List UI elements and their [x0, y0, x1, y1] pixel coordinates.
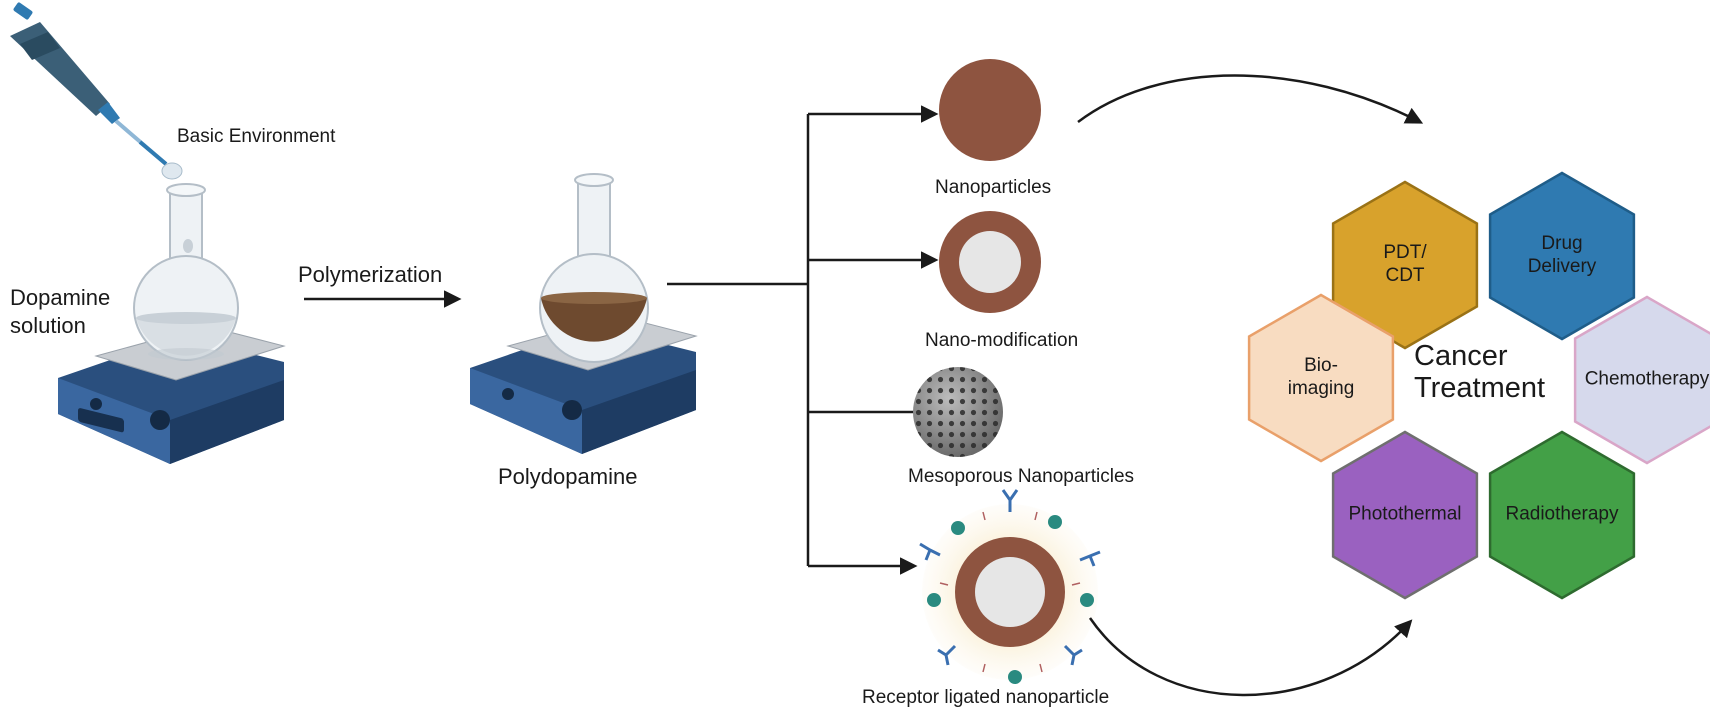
pipette-icon: [10, 2, 183, 180]
hexagon-label-pdt: PDT/ CDT: [1383, 242, 1427, 286]
curve-arrow-top: [1077, 74, 1424, 124]
label-polydopamine: Polydopamine: [498, 464, 638, 489]
hexagon-radio: [1488, 430, 1636, 600]
dopamine-flask-hotplate: [58, 183, 286, 464]
cancer-treatment-title: Cancer Treatment: [1414, 340, 1545, 405]
polydopamine-flask-hotplate: [470, 173, 698, 454]
hexagon-label-bio: Bio- imaging: [1287, 355, 1355, 399]
curve-arrow-bottom: [1088, 617, 1413, 697]
nano-modification-particle: [939, 211, 1041, 313]
receptor-ligated-nanoparticle: [919, 489, 1101, 684]
hexagon-bio: [1247, 293, 1395, 463]
label-polymerization: Polymerization: [298, 262, 443, 287]
hexagon-label-drug: Drug Delivery: [1527, 233, 1597, 277]
nanoparticle-solid: [939, 59, 1041, 161]
cancer-treatment-line1: Cancer: [1414, 340, 1508, 372]
hexagon-pdt: [1331, 180, 1479, 350]
hexagon-label-chemo: Chemotherapy: [1584, 368, 1710, 390]
label-dopamine-line1: Dopamine: [10, 285, 111, 310]
label-dopamine-line2: solution: [10, 313, 86, 338]
hexagon-chemo: [1573, 295, 1710, 465]
label-basic-environment: Basic Environment: [177, 126, 336, 147]
hexagon-label-radio: Radiotherapy: [1505, 503, 1619, 525]
branch-connector: [667, 105, 939, 575]
hexagon-drug: [1488, 171, 1636, 341]
label-receptor-ligated: Receptor ligated nanoparticle: [862, 687, 1110, 708]
cancer-treatment-line2: Treatment: [1414, 372, 1546, 405]
label-mesoporous: Mesoporous Nanoparticles: [908, 466, 1135, 487]
label-nanoparticles: Nanoparticles: [935, 177, 1052, 198]
hexagon-photo: [1331, 430, 1479, 600]
hexagon-label-photo: Photothermal: [1348, 503, 1462, 525]
mesoporous-nanoparticle: [913, 367, 1003, 457]
label-nano-modification: Nano-modification: [925, 330, 1079, 351]
